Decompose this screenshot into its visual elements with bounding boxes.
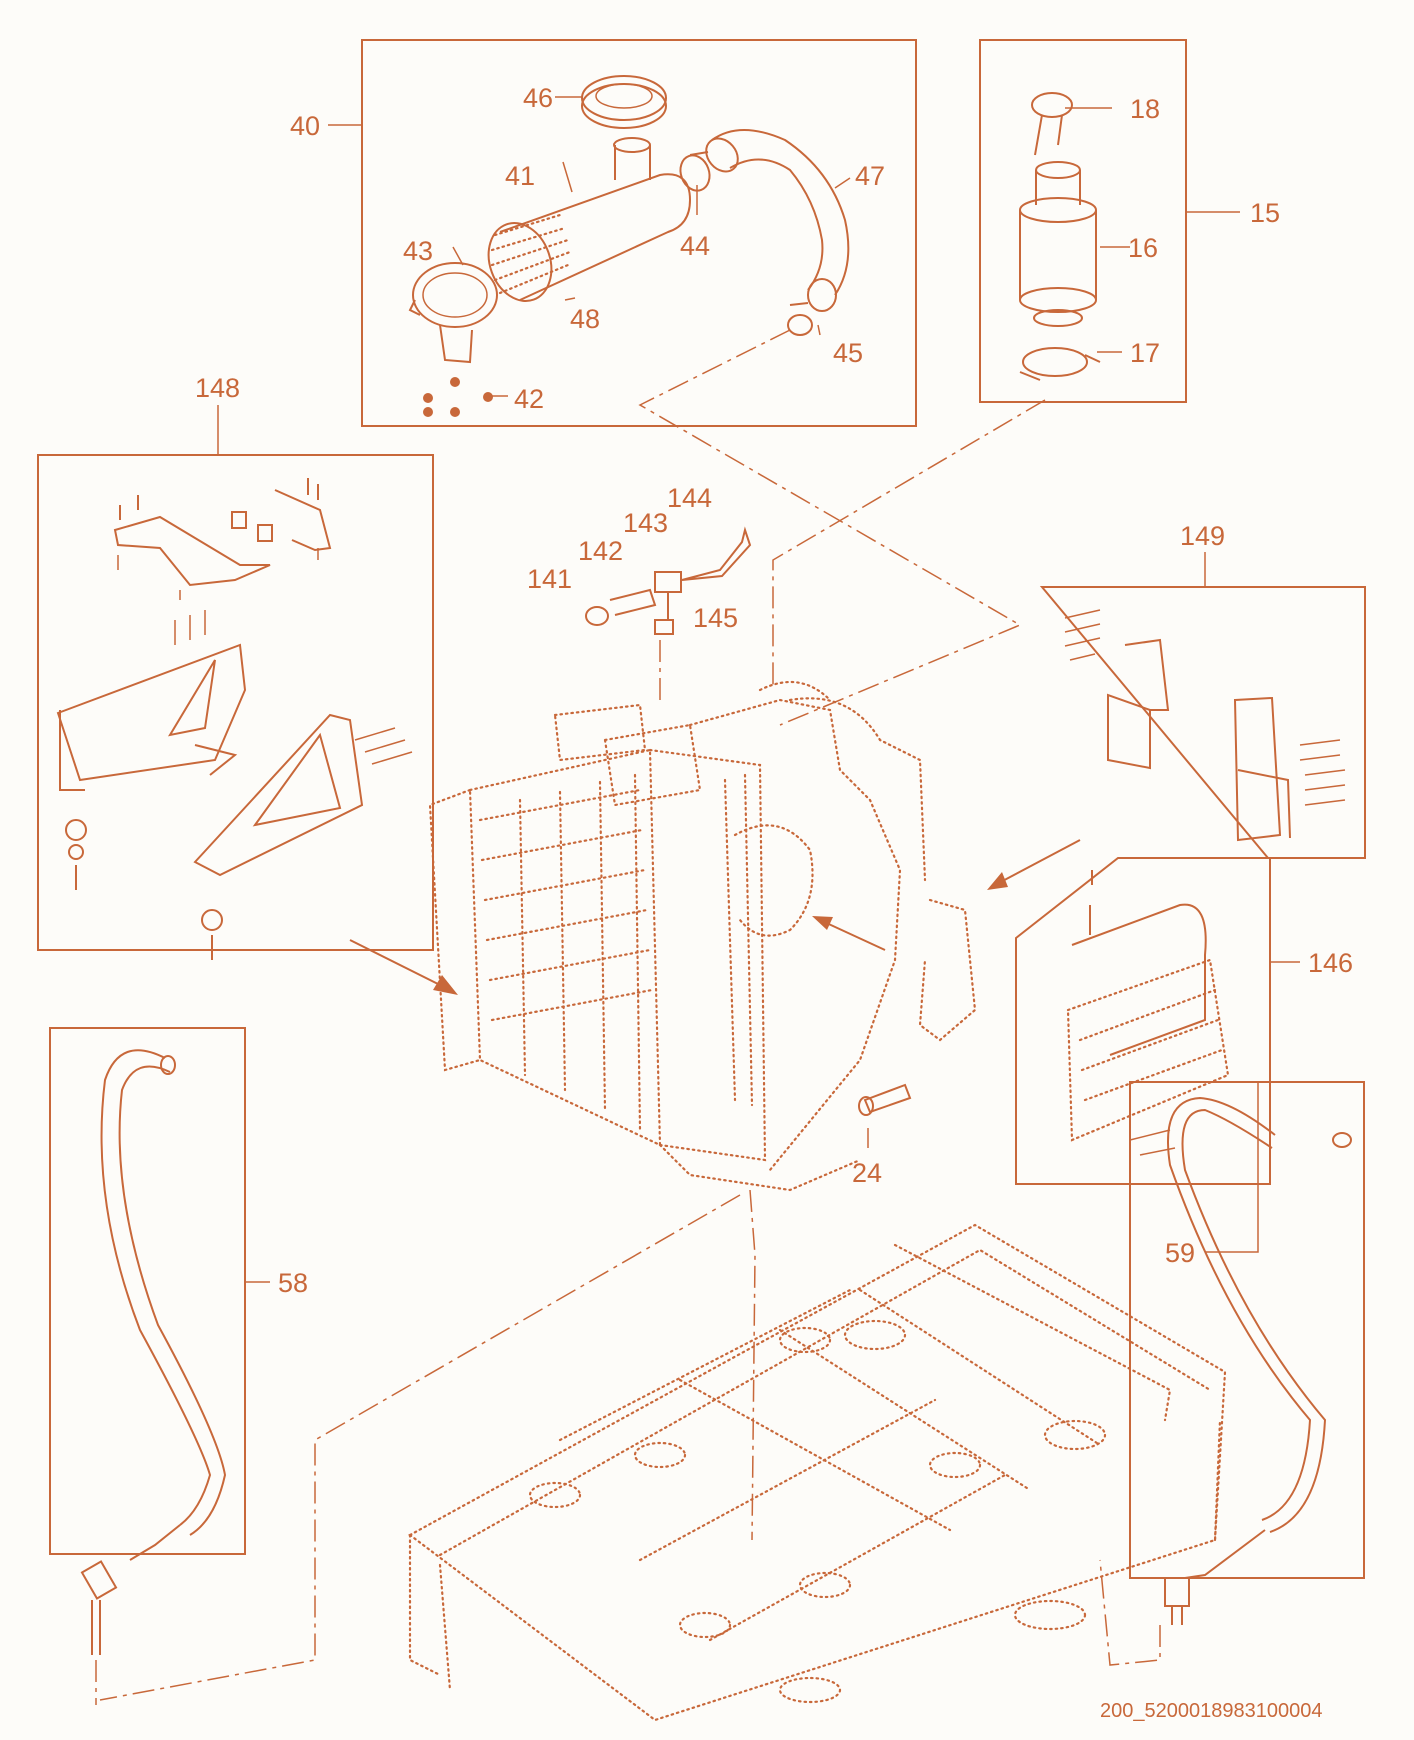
mount-plate-left: [1064, 609, 1170, 770]
callout-17: 17: [1130, 338, 1160, 368]
sensor-24: [858, 1083, 912, 1116]
air-filter-cover-46: [581, 75, 667, 129]
callout-41: 41: [505, 161, 535, 191]
hose-59: [1164, 1096, 1352, 1625]
air-filter-detail-box: [361, 39, 917, 427]
intake-hose-47: [705, 129, 850, 312]
callout-48: 48: [570, 304, 600, 334]
assembly-arrows: [349, 839, 1081, 995]
callout-144: 144: [667, 483, 712, 513]
callout-44: 44: [680, 231, 710, 261]
upper-bracket-assembly: [113, 478, 332, 600]
callout-142: 142: [578, 536, 623, 566]
callout-143: 143: [623, 508, 668, 538]
callout-16: 16: [1128, 233, 1158, 263]
callout-24: 24: [852, 1158, 882, 1188]
hose-58-detail-box: [49, 1027, 246, 1555]
assembly-centerlines: [95, 329, 1161, 1705]
hose-fittings-141-145: [585, 526, 752, 635]
callout-42: 42: [514, 384, 544, 414]
callout-45: 45: [833, 338, 863, 368]
muffler-16: [1019, 161, 1097, 327]
muffler-clamp-17: [1019, 347, 1101, 381]
engine-radiator-assembly: [428, 680, 977, 1192]
callout-59: 59: [1165, 1238, 1195, 1268]
oil-cooler-146: [1066, 870, 1230, 1156]
nuts-42: [423, 377, 493, 417]
clamp-45: [787, 302, 813, 336]
clamp-44: [679, 151, 711, 192]
mount-plate-detail-box: [1039, 586, 1366, 859]
base-frame: [407, 1223, 1227, 1722]
callout-15: 15: [1250, 198, 1280, 228]
air-filter-element-48: [490, 213, 572, 295]
left-mount-bracket: [56, 610, 247, 890]
callout-40: 40: [290, 111, 320, 141]
right-mount-bracket: [193, 713, 413, 960]
callout-46: 46: [523, 83, 553, 113]
air-filter-housing-41: [487, 137, 692, 302]
oil-cooler-detail-box: [1015, 857, 1271, 1185]
drawing-code: 200_5200018983100004: [1100, 1700, 1322, 1722]
callout-58: 58: [278, 1268, 308, 1298]
mount-plate-right: [1233, 696, 1346, 842]
hose-58: [80, 1049, 227, 1655]
callout-43: 43: [403, 236, 433, 266]
callout-149: 149: [1180, 521, 1225, 551]
callout-148: 148: [195, 373, 240, 403]
callout-47: 47: [855, 161, 885, 191]
callout-146: 146: [1308, 948, 1353, 978]
leader-lines: [217, 96, 1300, 1283]
engine-mount-bracket-detail-box: [37, 454, 434, 951]
callout-141: 141: [527, 564, 572, 594]
housing-strap-43: [408, 262, 498, 364]
hose-59-detail-box: [1129, 1081, 1365, 1579]
muffler-detail-box: [979, 39, 1187, 403]
rain-cap-18: [1031, 92, 1073, 156]
callout-18: 18: [1130, 94, 1160, 124]
callout-145: 145: [693, 603, 738, 633]
